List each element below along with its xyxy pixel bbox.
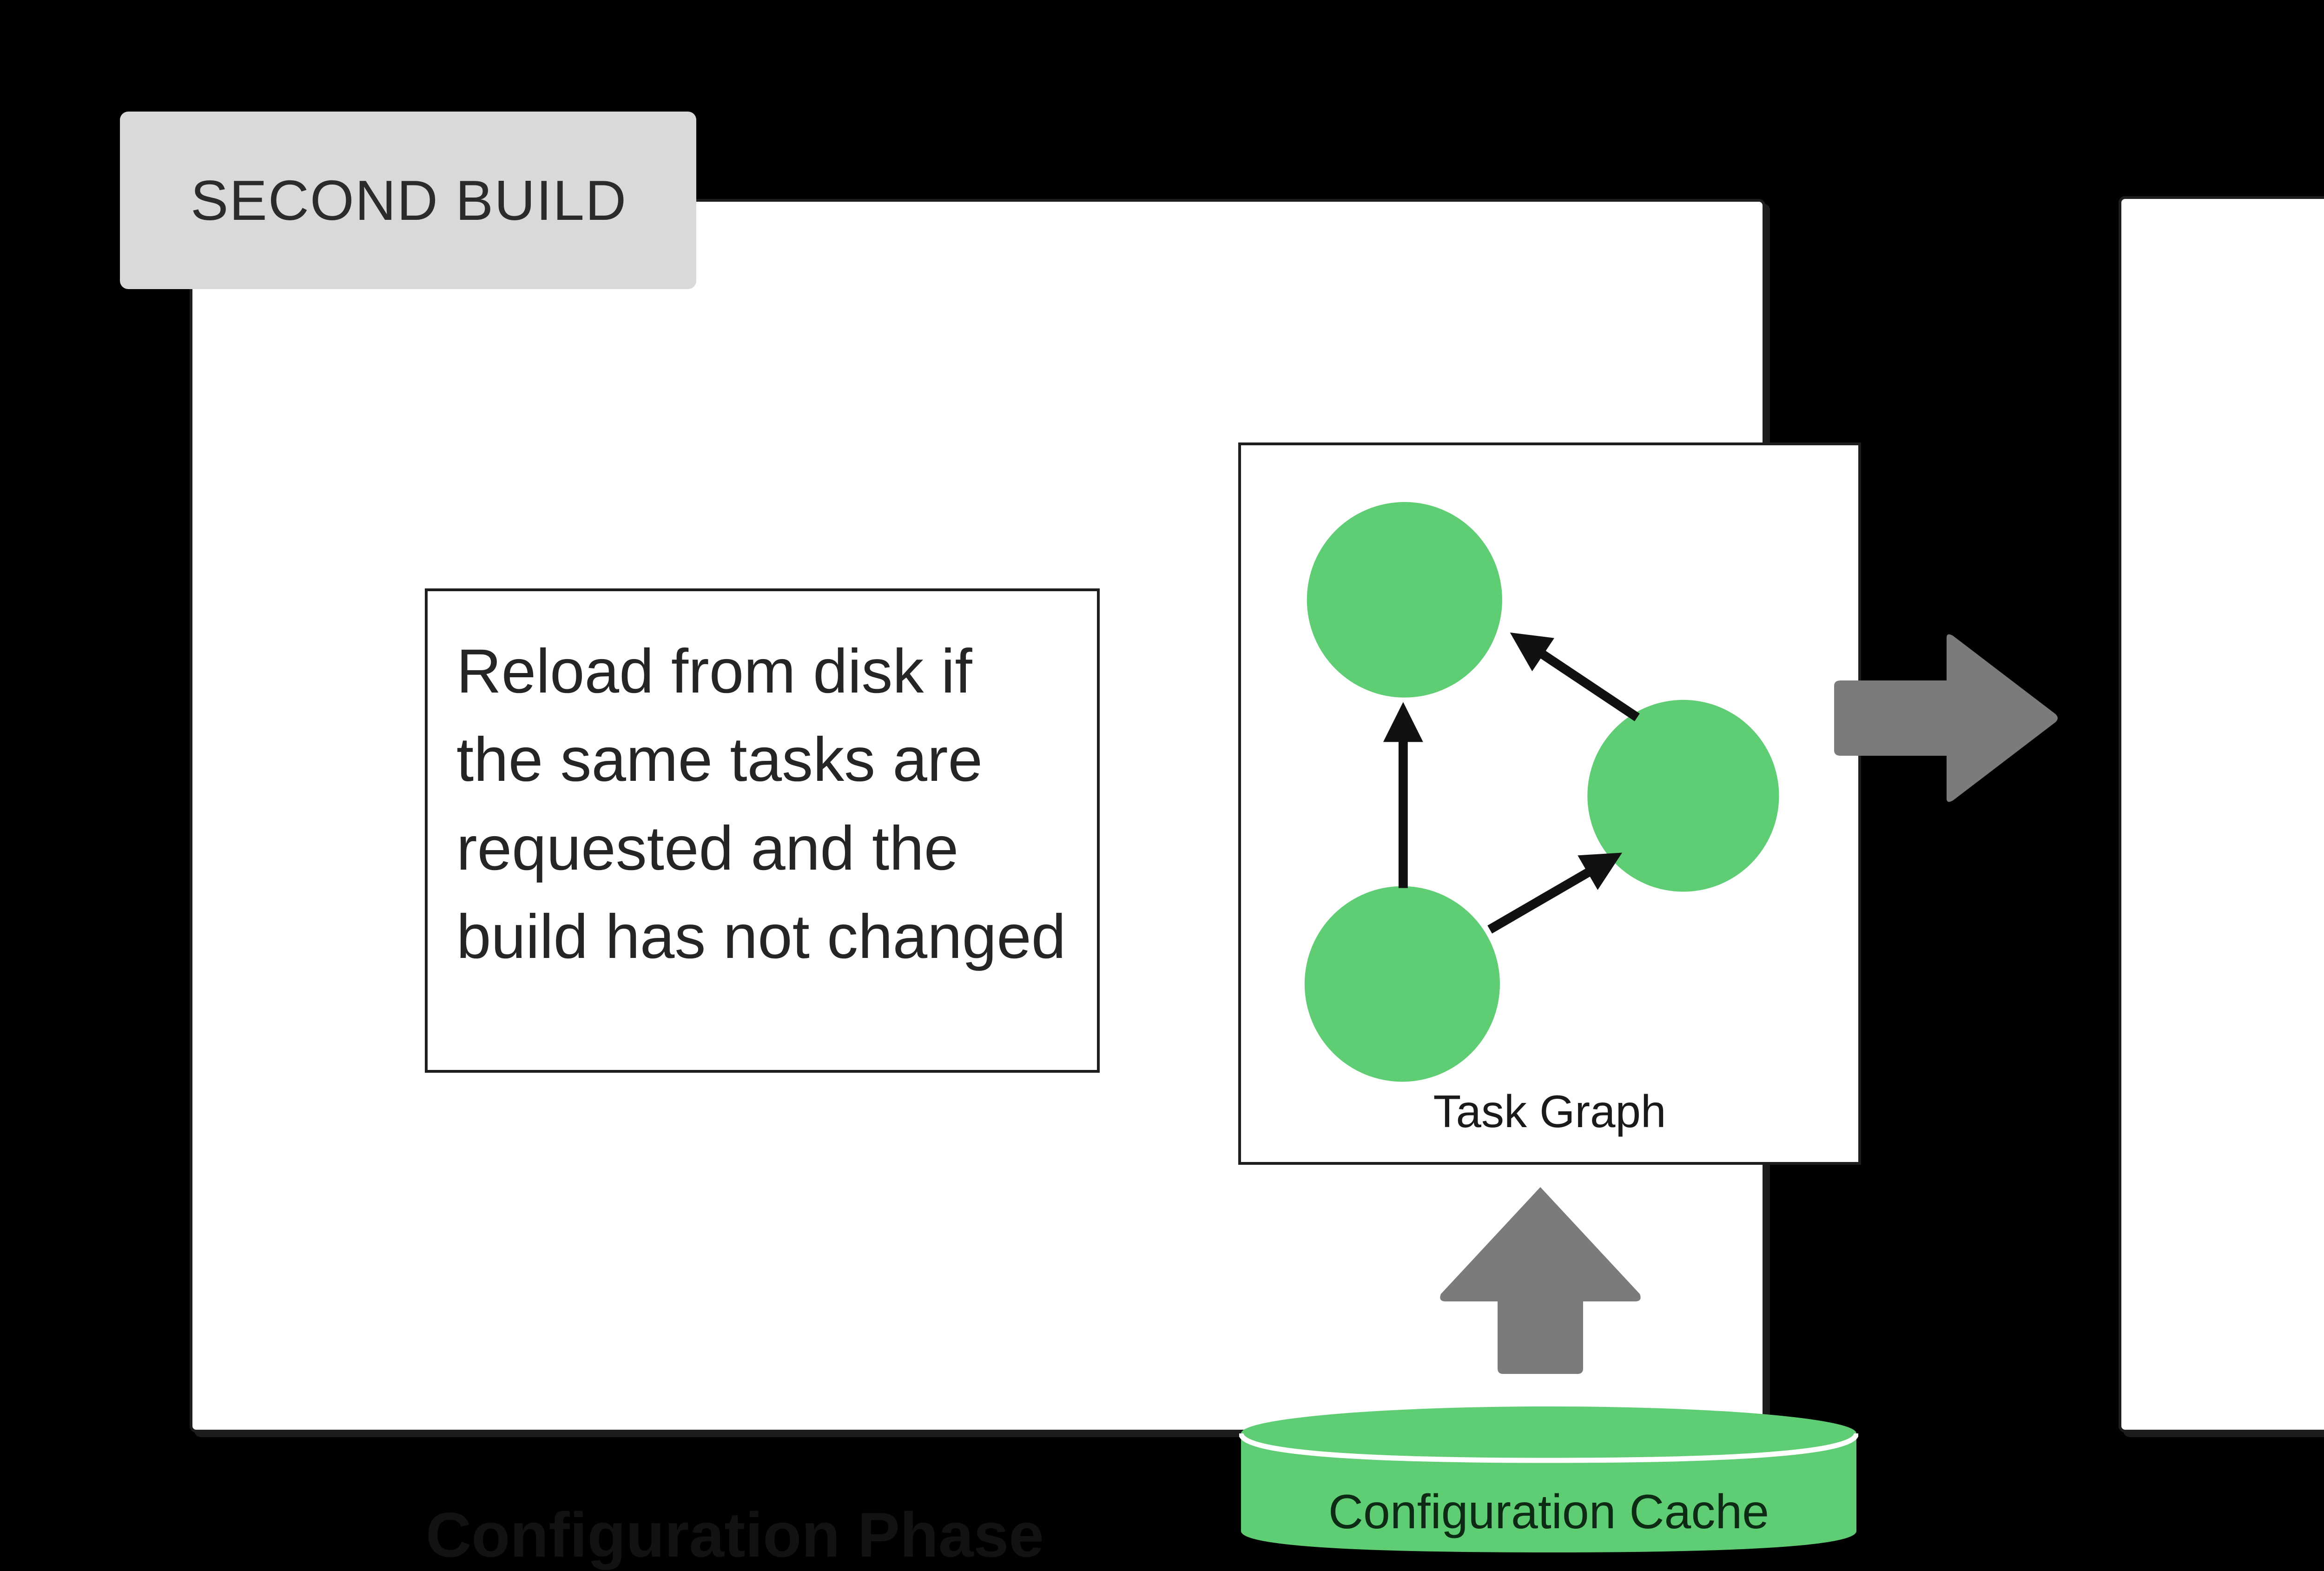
graph-edge-bottom-to-right xyxy=(1487,852,1623,934)
configuration-phase-panel: Task Graph Reload from disk if the same … xyxy=(190,199,1861,1570)
note-box: Reload from disk if the same tasks are r… xyxy=(425,588,1100,1073)
note-text: Reload from disk if the same tasks are r… xyxy=(456,637,1066,971)
second-build-label: SECOND BUILD xyxy=(191,169,627,232)
task-graph-diagram-green xyxy=(1304,502,1779,1082)
graph-edge-right-to-top xyxy=(1510,632,1640,721)
graph-node-right xyxy=(1587,700,1779,892)
task-graph-box-configuration: Task Graph xyxy=(1238,442,1861,1165)
arrow-up-icon xyxy=(1438,1184,1643,1376)
configuration-cache-label: Configuration Cache xyxy=(1328,1485,1769,1539)
cylinder-icon xyxy=(1239,1406,1858,1552)
task-graph-label-configuration: Task Graph xyxy=(1433,1086,1666,1137)
configuration-cache-cylinder: Configuration Cache xyxy=(1239,1405,1858,1554)
graph-node-bottom xyxy=(1304,886,1500,1082)
configuration-phase-caption: Configuration Phase xyxy=(426,1499,1044,1570)
arrow-right-icon xyxy=(1831,632,2059,804)
execution-phase-panel: Task Graph Execution Phase xyxy=(2119,196,2324,1432)
graph-node-top xyxy=(1307,502,1502,698)
second-build-badge: SECOND BUILD xyxy=(120,112,696,289)
